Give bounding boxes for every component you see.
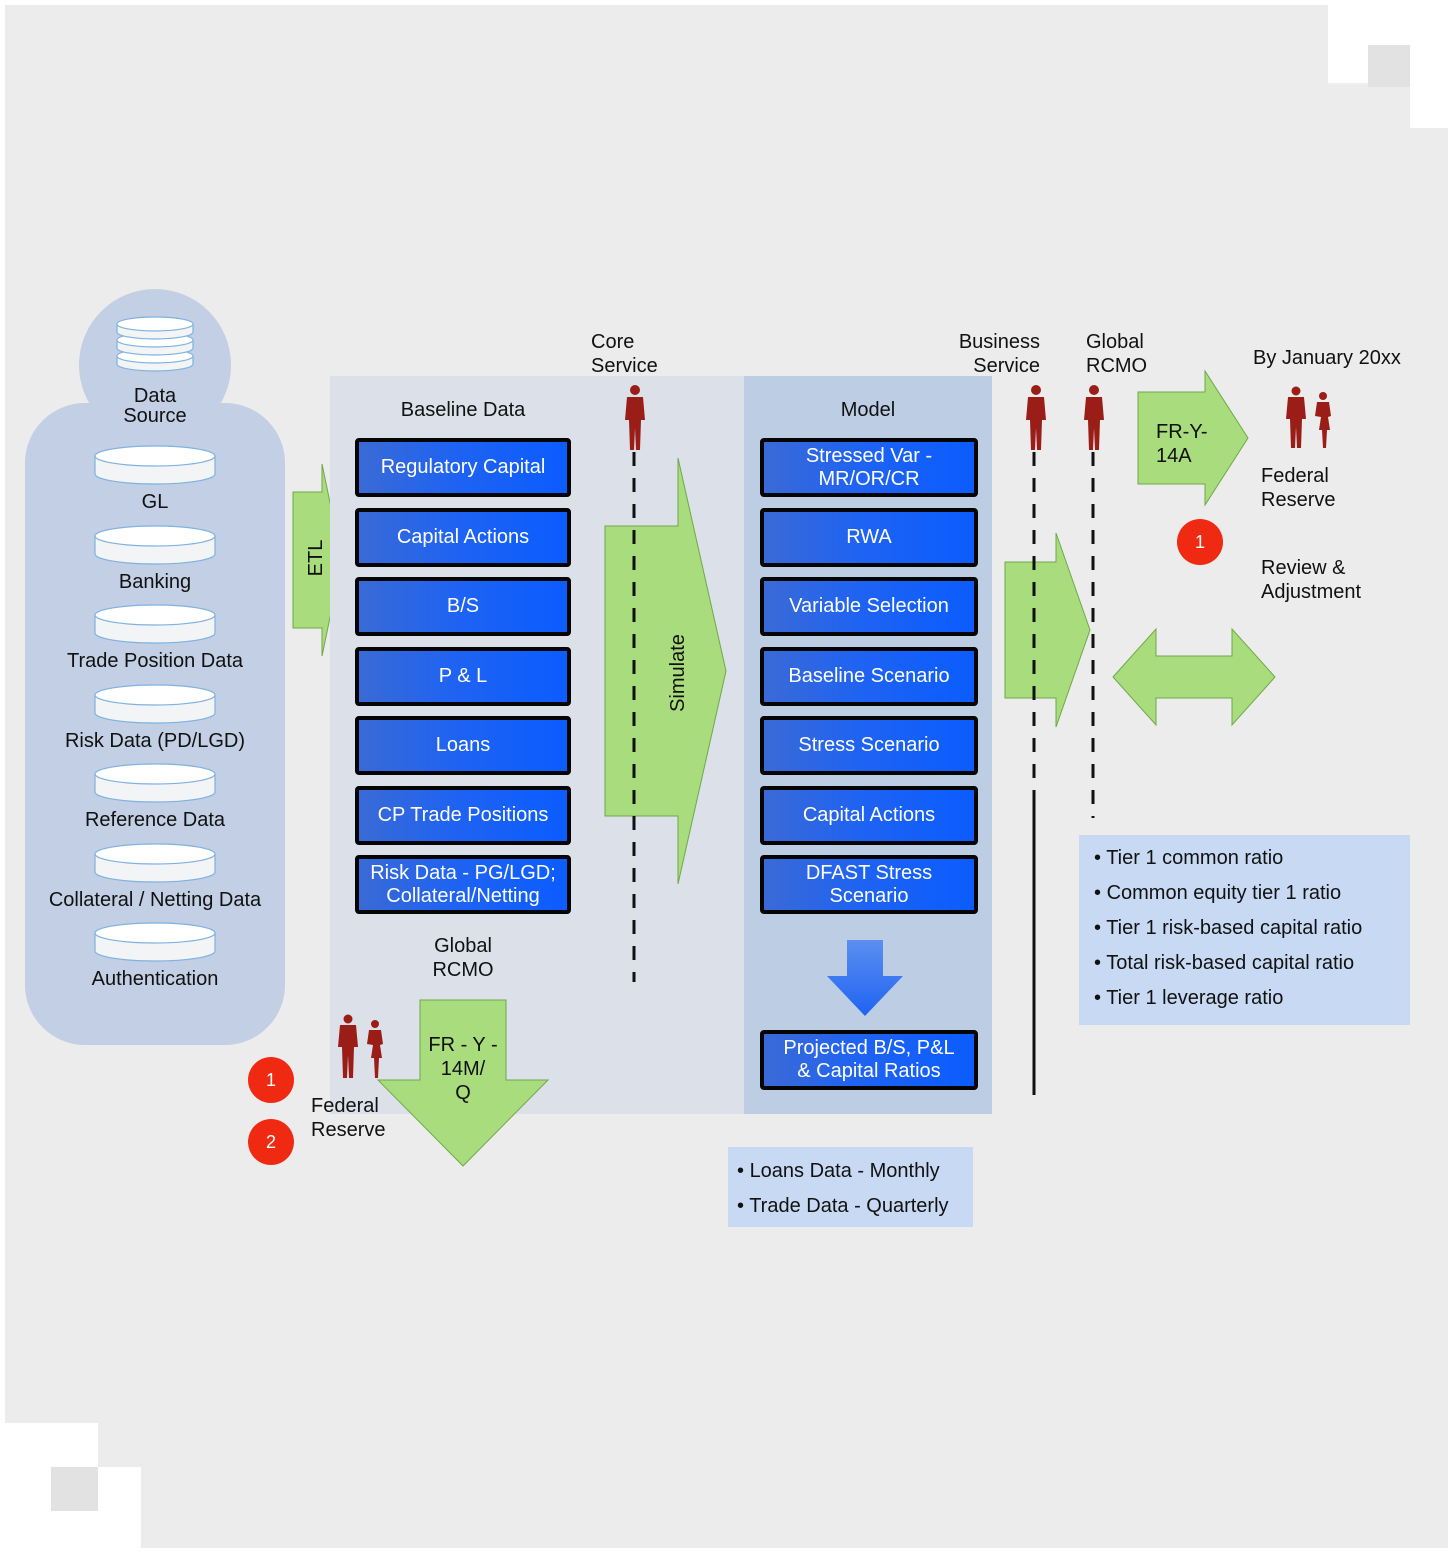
baseline-data-box: P & L: [355, 646, 571, 706]
frequency-item: Loans Data - Monthly: [737, 1159, 973, 1183]
database-disk-icon: [94, 524, 216, 565]
model-box: RWA: [760, 507, 978, 567]
baseline-data-box: Risk Data - PG/LGD; Collateral/Netting: [355, 855, 571, 914]
model-box: Stress Scenario: [760, 716, 978, 775]
data-source-item-label: Trade Position Data: [66, 650, 243, 672]
core-service-label: Core Service: [591, 331, 658, 377]
model-box: Variable Selection: [760, 577, 978, 636]
model-box: Stressed Var - MR/OR/CR: [760, 438, 978, 497]
review-adjustment-label: Review & Adjustment: [1261, 557, 1362, 603]
frequency-list-panel: Loans Data - MonthlyTrade Data - Quarter…: [728, 1147, 973, 1227]
ratio-item: Tier 1 leverage ratio: [1094, 986, 1410, 1010]
model-box: Capital Actions: [760, 785, 978, 845]
ratio-item: Total risk-based capital ratio: [1094, 951, 1410, 975]
ratios-list: Tier 1 common ratioCommon equity tier 1 …: [1094, 846, 1410, 1010]
database-disk-icon: [94, 763, 216, 803]
model-box: Baseline Scenario: [760, 646, 978, 706]
data-source-item-label: Collateral / Netting Data: [48, 888, 262, 911]
fr-y-14a-label: FR-Y- 14A: [1156, 421, 1208, 467]
model-box: DFAST Stress Scenario: [760, 855, 978, 914]
data-source-item-label: Reference Data: [84, 809, 226, 831]
database-disk-icon: [94, 842, 216, 883]
ratio-item: Common equity tier 1 ratio: [1094, 881, 1410, 905]
projected-output-box: Projected B/S, P&L & Capital Ratios: [760, 1030, 978, 1090]
ratio-item: Tier 1 common ratio: [1094, 846, 1410, 870]
data-source-item-label: GL: [141, 491, 169, 513]
data-source-item-label: Authentication: [91, 968, 219, 990]
database-disk-icon: [94, 683, 216, 724]
baseline-data-box: CP Trade Positions: [355, 785, 571, 845]
data-source-item-label: Risk Data (PD/LGD): [64, 729, 246, 752]
data-source-title: Data Source: [123, 385, 187, 427]
step-badge-bottom-2: 2: [248, 1119, 294, 1165]
baseline-data-box: B/S: [355, 577, 571, 636]
down-arrow-icon: [827, 940, 903, 1016]
data-source-item-label: Banking: [118, 570, 192, 593]
ratio-item: Tier 1 risk-based capital ratio: [1094, 916, 1410, 940]
step-badge-top: 1: [1177, 519, 1223, 565]
business-service-person-icon: [1026, 385, 1046, 450]
global-rcmo-person-icon: [1084, 385, 1104, 450]
database-disk-icon: [94, 922, 216, 962]
baseline-data-box: Capital Actions: [355, 507, 571, 567]
database-disk-icon: [94, 445, 216, 485]
baseline-data-box: Regulatory Capital: [355, 438, 571, 497]
federal-reserve-bottom-people-icon: [338, 1014, 383, 1078]
model-title: Model: [840, 399, 896, 421]
business-service-label: Business Service: [958, 331, 1040, 377]
by-january-label: By January 20xx: [1253, 347, 1401, 369]
baseline-title: Baseline Data: [400, 399, 526, 421]
fr-y-14mq-label: FR - Y - 14M/ Q: [428, 1034, 498, 1104]
frequency-item: Trade Data - Quarterly: [737, 1194, 973, 1218]
federal-reserve-bottom-label: Federal Reserve: [311, 1095, 386, 1141]
global-rcmo-label: Global RCMO: [1086, 331, 1148, 377]
database-disk-icon: [94, 604, 216, 644]
baseline-data-box: Loans: [355, 716, 571, 775]
core-service-person-icon: [625, 385, 645, 450]
federal-reserve-top-label: Federal Reserve: [1261, 465, 1336, 511]
frequency-list: Loans Data - MonthlyTrade Data - Quarter…: [737, 1159, 973, 1218]
database-stack-icon: [116, 316, 194, 372]
step-badge-bottom-1: 1: [248, 1057, 294, 1103]
ratios-list-panel: Tier 1 common ratioCommon equity tier 1 …: [1079, 835, 1410, 1025]
federal-reserve-people-icon: [1286, 386, 1331, 448]
baseline-footer-rcmo: Global RCMO: [432, 935, 494, 981]
